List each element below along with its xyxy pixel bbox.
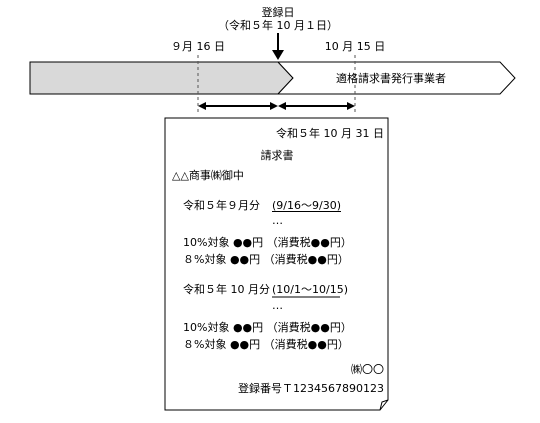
sep-line-8-percent: ８%対象 ●●円 （消費税●●円） — [183, 253, 349, 266]
sep-range-arrow-right — [270, 102, 278, 110]
oct-period-range: (10/1～10/15) — [272, 283, 348, 296]
oct-range-arrow-left — [278, 102, 286, 110]
oct-ellipsis: … — [272, 299, 283, 312]
invoice-document — [164, 117, 389, 411]
sep-period-label: 令和５年９月分 — [183, 199, 260, 212]
sep-ellipsis: … — [272, 214, 283, 227]
qualified-invoice-issuer-label: 適格請求書発行事業者 — [336, 72, 446, 85]
pre-registration-band — [29, 61, 294, 95]
registration-title: 登録日 — [261, 6, 295, 19]
registration-date: （令和５年 10 月１日） — [218, 19, 338, 32]
sep-range-arrow-left — [198, 102, 206, 110]
post-registration-band — [276, 61, 516, 95]
oct-range-arrow-right — [347, 102, 355, 110]
registration-arrow-head — [272, 50, 284, 60]
oct-period-label: 令和５年 10 月分 — [183, 283, 270, 296]
invoice-date: 令和５年 10 月 31 日 — [276, 127, 384, 140]
registration-number: 登録番号Ｔ1234567890123 — [238, 382, 384, 395]
oct-line-10-percent: 10%対象 ●●円 （消費税●●円） — [183, 321, 352, 334]
start-date-label: ９月 16 日 — [171, 40, 225, 53]
invoice-title: 請求書 — [260, 149, 294, 162]
invoice-fold-corner — [379, 399, 389, 411]
invoice-issuer: ㈱〇〇 — [351, 363, 384, 376]
invoice-recipient: △△商事㈱御中 — [172, 169, 244, 182]
end-date-label: 10 月 15 日 — [324, 40, 386, 53]
sep-line-10-percent: 10%対象 ●●円 （消費税●●円） — [183, 236, 352, 249]
sep-period-range: (9/16～9/30) — [272, 199, 341, 212]
oct-line-8-percent: ８%対象 ●●円 （消費税●●円） — [183, 338, 349, 351]
